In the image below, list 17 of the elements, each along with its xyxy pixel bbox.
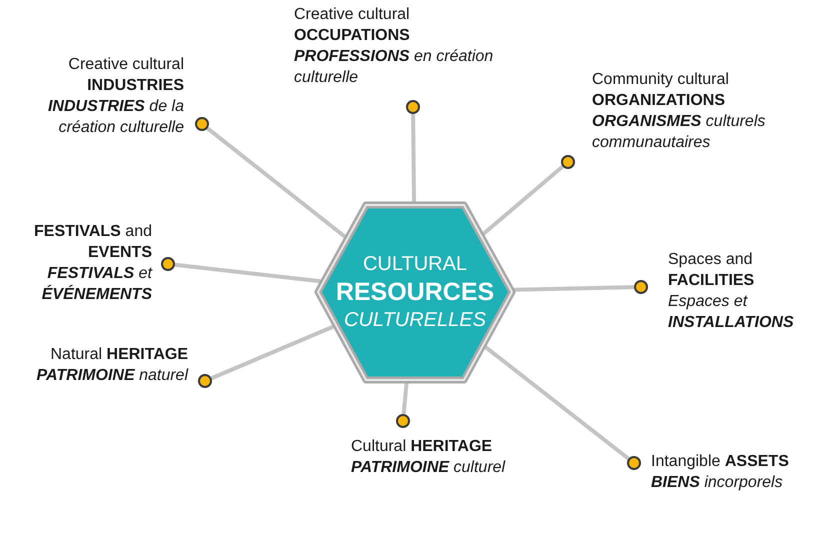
french-label: BIENS incorporels	[651, 473, 783, 493]
hexagon-title: RESOURCES	[336, 276, 494, 308]
hexagon-title: CULTURELLES	[344, 308, 486, 334]
french-label: FESTIVALS et ÉVÉNEMENTS	[40, 264, 152, 305]
english-label: Intangible ASSETS	[651, 452, 789, 472]
french-label: PROFESSIONS en création culturelle	[294, 47, 494, 88]
english-label: Natural HERITAGE	[50, 345, 188, 365]
english-label: Cultural HERITAGE	[351, 437, 492, 457]
french-label: PATRIMOINE naturel	[36, 366, 188, 386]
french-label: Espaces et INSTALLATIONS	[668, 292, 795, 333]
hexagon-title: CULTURAL	[362, 252, 468, 277]
connector-line	[174, 262, 324, 284]
english-label: Creative cultural OCCUPATIONS	[294, 5, 411, 46]
french-label: INDUSTRIES de la création culturelle	[46, 97, 184, 138]
english-label: Spaces and FACILITIES	[668, 250, 756, 291]
french-label: ORGANISMES culturels communautaires	[592, 112, 766, 153]
french-label: PATRIMOINE culturel	[351, 458, 506, 478]
